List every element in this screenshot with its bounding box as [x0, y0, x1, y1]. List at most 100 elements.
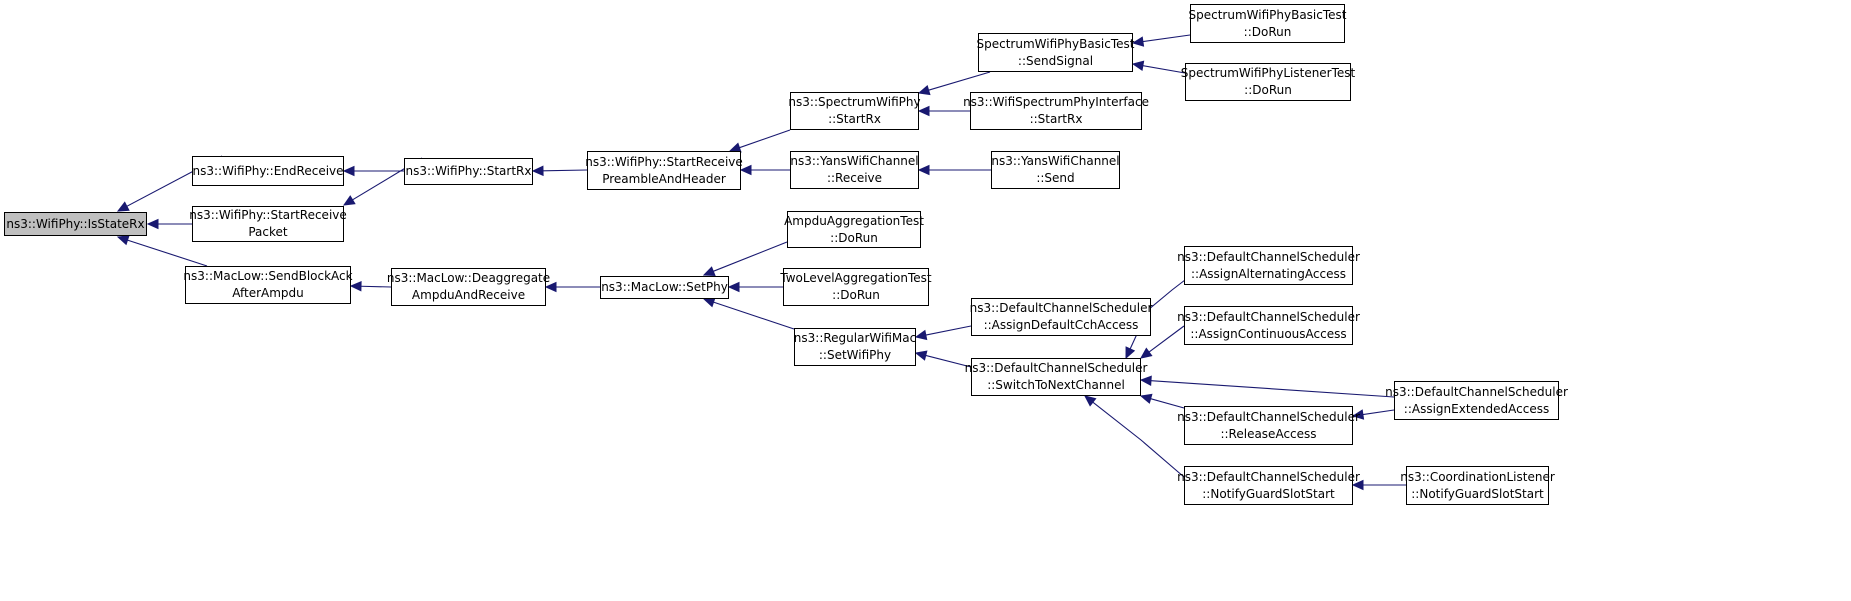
node-label-line: ::SwitchToNextChannel [987, 378, 1125, 392]
arrowhead-icon [739, 164, 752, 176]
node-label-line: ns3::WifiPhy::IsStateRx [6, 216, 145, 231]
node-twolevel-test[interactable]: TwoLevelAggregationTest::DoRun [780, 268, 932, 306]
arrowhead-icon [917, 84, 931, 96]
call-edge [917, 71, 991, 96]
node-label-line: ::Receive [826, 171, 883, 185]
arrowhead-icon [1351, 409, 1365, 420]
call-edge [1139, 393, 1185, 409]
node-label-line: PreambleAndHeader [602, 171, 726, 186]
call-edge [1131, 60, 1186, 74]
arrowhead-icon [702, 297, 716, 308]
node-label-line: ns3::WifiPhy::EndReceive [192, 163, 344, 178]
node-maclow-setphy[interactable]: ns3::MacLow::SetPhy [600, 276, 729, 299]
call-edge [1139, 375, 1395, 398]
node-switch-next-channel[interactable]: ns3::DefaultChannelScheduler::SwitchToNe… [965, 358, 1147, 396]
node-label-line: SpectrumWifiPhyBasicTest [1188, 7, 1347, 22]
node-label-line: ns3::RegularWifiMac [793, 331, 917, 345]
arrowhead-icon [342, 195, 356, 206]
node-wifiphy-start-rx[interactable]: ns3::WifiPhy::StartRx [404, 158, 533, 185]
node-label-line: ns3::WifiSpectrumPhyInterface [963, 95, 1149, 109]
call-edge [739, 164, 790, 176]
node-label-line: ::StartRx [1029, 112, 1083, 126]
edge-line [739, 129, 791, 149]
edge-line [127, 239, 208, 267]
arrowhead-icon [116, 201, 130, 212]
node-label-line: ns3::MacLow::SetPhy [601, 280, 728, 294]
node-assign-extended[interactable]: ns3::DefaultChannelScheduler::AssignExte… [1385, 381, 1568, 420]
arrowhead-icon [702, 266, 716, 277]
node-assign-continuous[interactable]: ns3::DefaultChannelScheduler::AssignCont… [1177, 306, 1360, 345]
arrowhead-icon [1139, 393, 1153, 404]
node-basic-send-signal[interactable]: SpectrumWifiPhyBasicTest::SendSignal [976, 33, 1135, 72]
node-coord-notify-guard[interactable]: ns3::CoordinationListener::NotifyGuardSl… [1400, 466, 1555, 505]
arrowhead-icon [116, 235, 130, 246]
arrowhead-icon [349, 280, 362, 292]
node-label-line: ns3::CoordinationListener [1400, 469, 1555, 484]
node-yans-send[interactable]: ns3::YansWifiChannel::Send [991, 151, 1120, 189]
node-label-line: ::DoRun [832, 288, 880, 302]
node-listener-test-dorun[interactable]: SpectrumWifiPhyListenerTest::DoRun [1181, 63, 1355, 101]
node-label-line: ns3::YansWifiChannel [991, 154, 1120, 168]
node-ampdu-test[interactable]: AmpduAggregationTest::DoRun [784, 211, 924, 248]
node-label-line: ::DoRun [1244, 83, 1292, 97]
node-label-line: ns3::WifiPhy::StartRx [405, 164, 532, 178]
call-edge [702, 241, 788, 277]
arrowhead-icon [544, 281, 557, 293]
arrowhead-icon [1131, 60, 1145, 71]
arrowhead-icon [146, 218, 159, 230]
node-label-line: ::SetWifiPhy [818, 348, 892, 362]
node-label-line: AmpduAndReceive [411, 288, 526, 302]
call-edge [1131, 34, 1191, 47]
node-yans-receive[interactable]: ns3::YansWifiChannel::Receive [790, 151, 919, 189]
call-edge [349, 280, 392, 292]
call-edge [531, 165, 588, 177]
node-label-line: AfterAmpdu [232, 286, 304, 300]
node-assign-default-cch[interactable]: ns3::DefaultChannelScheduler::AssignDefa… [970, 298, 1152, 336]
edge-line [542, 169, 588, 172]
node-label-line: ::NotifyGuardSlotStart [1411, 486, 1544, 501]
node-assign-alternating[interactable]: ns3::DefaultChannelScheduler::AssignAlte… [1177, 246, 1360, 285]
edge-line [1362, 409, 1395, 416]
node-label-line: ::NotifyGuardSlotStart [1202, 486, 1335, 501]
node-label-line: ns3::SpectrumWifiPhy [788, 95, 921, 109]
node-label-line: ns3::DefaultChannelScheduler [1177, 409, 1360, 424]
node-end-receive[interactable]: ns3::WifiPhy::EndReceive [192, 156, 344, 186]
node-release-access[interactable]: ns3::DefaultChannelScheduler::ReleaseAcc… [1177, 406, 1360, 445]
node-label-line: ns3::YansWifiChannel [790, 154, 919, 168]
arrowhead-icon [342, 165, 355, 177]
edge-line [925, 354, 972, 368]
call-edge [1140, 325, 1185, 359]
node-is-state-rx[interactable]: ns3::WifiPhy::IsStateRx [4, 212, 147, 236]
arrowhead-icon [727, 281, 740, 293]
edge-line [713, 241, 788, 272]
node-label-line: ns3::WifiPhy::StartReceive [189, 208, 347, 222]
node-spectrum-start-rx[interactable]: ns3::SpectrumWifiPhy::StartRx [788, 92, 921, 130]
node-wifi-spectrum-iface[interactable]: ns3::WifiSpectrumPhyInterface::StartRx [963, 92, 1149, 130]
node-label-line: ::AssignExtendedAccess [1403, 401, 1550, 416]
arrowhead-icon [1351, 479, 1364, 491]
arrowhead-icon [917, 105, 930, 117]
arrowhead-icon [917, 164, 930, 176]
node-notify-guard-slot[interactable]: ns3::DefaultChannelScheduler::NotifyGuar… [1177, 466, 1360, 505]
node-label-line: SpectrumWifiPhyBasicTest [976, 36, 1135, 51]
call-edge [146, 218, 192, 230]
edge-line [1148, 325, 1185, 353]
call-edge [914, 350, 972, 368]
node-label-line: ns3::MacLow::Deaggregate [386, 271, 551, 285]
node-label-line: ns3::DefaultChannelScheduler [1177, 249, 1360, 264]
node-label-line: ns3::DefaultChannelScheduler [1177, 469, 1360, 484]
edge-line [925, 325, 972, 336]
arrowhead-icon [531, 165, 544, 177]
node-regular-setwifiphy[interactable]: ns3::RegularWifiMac::SetWifiPhy [794, 328, 916, 366]
node-label-line: ns3::DefaultChannelScheduler [1385, 384, 1568, 399]
node-label-line: ::Send [1036, 171, 1075, 185]
node-label-line: ns3::DefaultChannelScheduler [1177, 309, 1360, 324]
edge-line [1142, 65, 1186, 74]
node-basic-test-dorun[interactable]: SpectrumWifiPhyBasicTest::DoRun [1188, 4, 1347, 43]
arrowhead-icon [914, 350, 928, 361]
